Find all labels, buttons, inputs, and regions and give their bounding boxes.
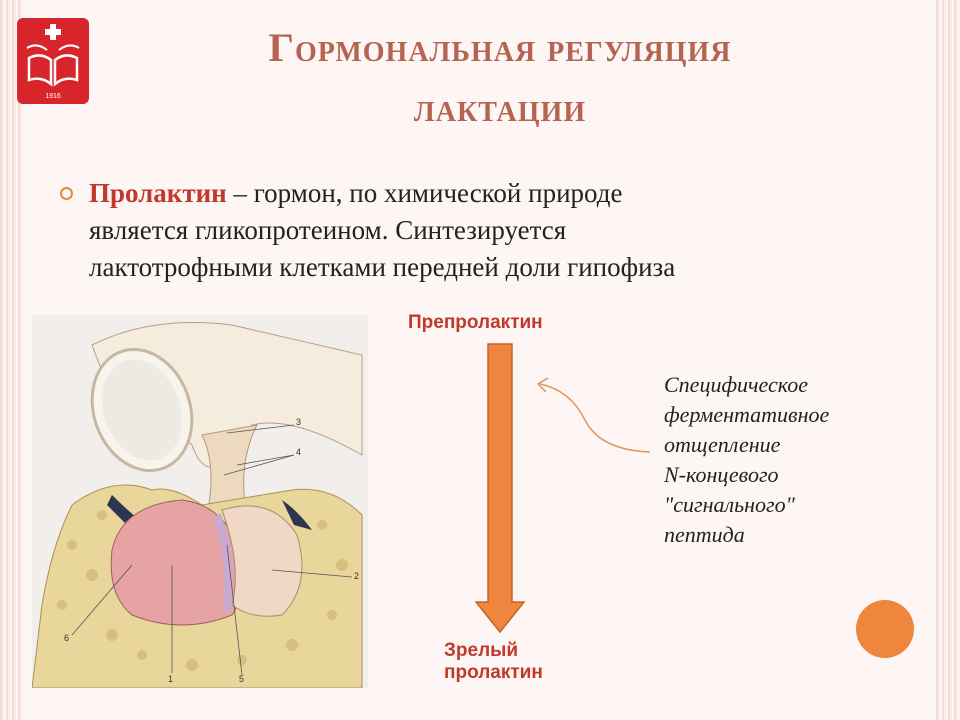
- decorative-orange-circle: [856, 600, 914, 658]
- note-line: "сигнального": [664, 492, 795, 517]
- note-line: отщепление: [664, 432, 781, 457]
- figure-label-4: 4: [296, 447, 302, 457]
- paragraph-line3: лактотрофными клетками передней доли гип…: [89, 252, 676, 282]
- note-line: Специфическое: [664, 372, 809, 397]
- slide-title-line2: лактации: [413, 85, 587, 130]
- preprolactin-label: Препролактин: [408, 312, 543, 333]
- figure-label-5: 5: [239, 674, 245, 684]
- logo-year: 1916: [45, 93, 61, 100]
- figure-label-3: 3: [296, 417, 302, 427]
- figure-label-1: 1: [168, 674, 174, 684]
- university-logo: 1916: [17, 18, 89, 104]
- note-line: ферментативное: [664, 402, 830, 427]
- definition-paragraph: Пролактин – гормон, по химической природ…: [89, 175, 909, 286]
- down-arrow-icon: [474, 343, 526, 634]
- bullet-icon: [60, 187, 73, 200]
- note-line: N-концевого: [664, 462, 779, 487]
- right-decorative-border: [936, 0, 960, 720]
- slide-title-line1: Гормональная регуляция: [268, 25, 732, 70]
- paragraph-line2: является гликопротеином. Синтезируется: [89, 215, 567, 245]
- figure-label-2: 2: [354, 571, 360, 581]
- pituitary-anatomy-illustration: 3 4 2 6 1 5: [31, 315, 368, 689]
- cleavage-note: Специфическое ферментативное отщепление …: [664, 370, 924, 550]
- note-line: пептида: [664, 522, 745, 547]
- curved-arrow-icon: [536, 377, 651, 453]
- left-decorative-border: [0, 0, 24, 720]
- figure-label-6: 6: [64, 633, 70, 643]
- mature-label-line1: Зрелый: [444, 640, 519, 661]
- mature-label-line2: пролактин: [444, 662, 543, 683]
- prolactin-term: Пролактин: [89, 178, 227, 208]
- mature-prolactin-label: Зрелый пролактин: [444, 640, 543, 684]
- paragraph-line1: – гормон, по химической природе: [226, 178, 623, 208]
